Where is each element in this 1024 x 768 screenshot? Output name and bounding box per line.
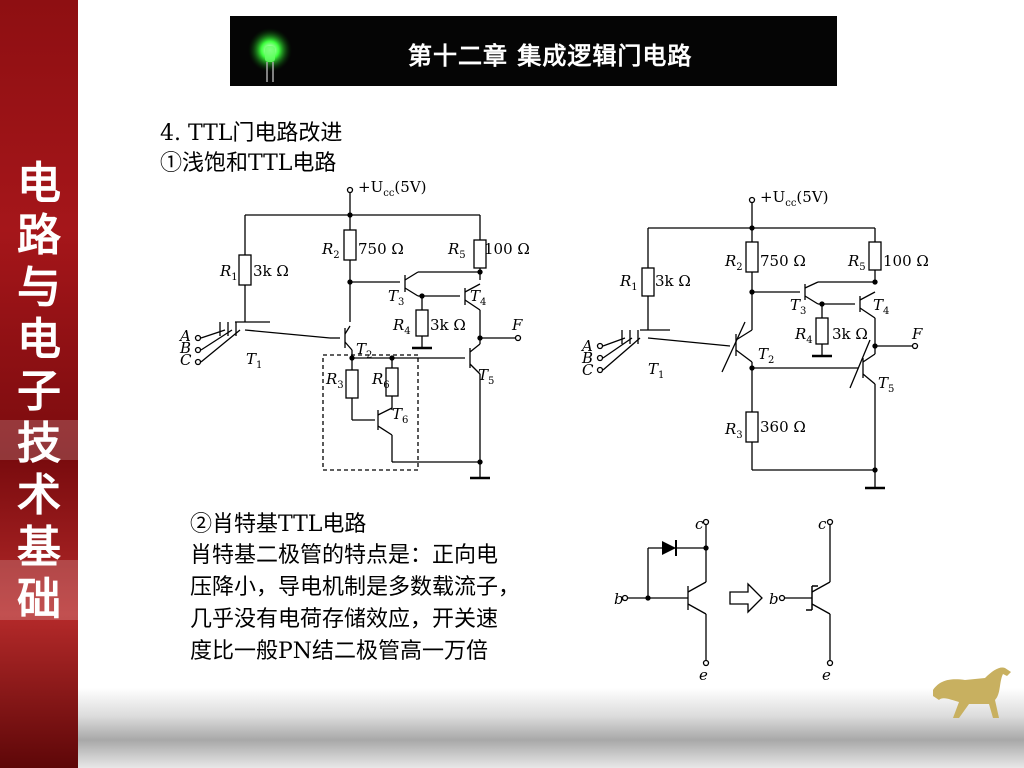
para-line: 肖特基二极管的特点是：正向电 [190,543,499,568]
inputs-label: A B C [180,327,192,369]
c2-t4-label: T4 [873,296,890,317]
section-heading: 4. TTL门电路改进 [160,121,343,146]
sidebar-char: 与 [17,262,61,313]
circuit1-supply-label: +Ucc(5V) [358,178,427,199]
r2-value: 750 Ω [358,240,404,258]
c2-r5-value: 100 Ω [883,252,929,270]
c2-output-f-label: F [912,325,923,343]
input-b: B [582,349,594,367]
t4-label: T4 [470,287,487,308]
base-label-2: b [769,590,779,608]
led-icon [248,28,292,82]
t3-label: T3 [388,287,405,308]
collector-label-2: c [818,515,827,533]
t2-label: T2 [356,340,373,361]
c2-r1-label: R1 [620,272,638,293]
r1-value: 3k Ω [253,262,289,280]
supply-symbol: +U [358,178,384,196]
c2-r3-value: 360 Ω [760,418,806,436]
page-title: 第十二章 集成逻辑门电路 [408,42,693,70]
r5-value: 100 Ω [484,240,530,258]
para-line: 度比一般PN结二极管高一万倍 [190,639,489,664]
r6-label: R6 [372,370,390,391]
c2-r2-value: 750 Ω [760,252,806,270]
emitter-label: e [699,666,708,684]
r3-label: R3 [326,370,344,391]
output-f-label: F [512,316,523,334]
c2-r5-label: R5 [848,252,866,273]
para-line: 几乎没有电荷存储效应，开关速 [190,607,499,632]
input-a: A [582,337,593,355]
footer-landscape [78,688,1024,768]
r1-label: R1 [220,262,238,283]
r4-label: R4 [393,316,411,337]
subheading-shallow-saturation: ①浅饱和TTL电路 [160,151,337,176]
supply-sub: cc [383,188,395,199]
r5-label: R5 [448,240,466,261]
sidebar [0,0,78,768]
circuit2-supply-label: +Ucc(5V) [760,188,829,209]
sidebar-char: 础 [17,574,61,625]
c2-r3-label: R3 [725,420,743,441]
sidebar-char: 术 [17,470,61,521]
input-c: C [582,361,594,379]
t5-label: T5 [478,366,495,387]
c2-r4-label: R4 [795,325,813,346]
para-line: 压降小，导电机制是多数载流子， [190,575,521,600]
sidebar-char: 技 [17,418,61,469]
c2-r2-label: R2 [725,252,743,273]
c2-t5-label: T5 [878,374,895,395]
input-c: C [180,351,192,369]
emitter-label-2: e [822,666,831,684]
t6-label: T6 [392,405,409,426]
c2-t1-label: T1 [648,360,665,381]
c2-inputs-label: A B C [582,337,594,379]
sidebar-char: 路 [17,210,61,261]
sidebar-char: 子 [17,366,61,417]
supply-value: (5V) [796,188,829,206]
r2-label: R2 [322,240,340,261]
t1-label: T1 [246,350,263,371]
r4-value: 3k Ω [430,316,466,334]
header-bar [230,16,837,86]
horse-icon [933,667,1011,718]
collector-label: c [695,515,704,533]
input-a: A [180,327,191,345]
supply-value: (5V) [394,178,427,196]
sidebar-char: 基 [17,522,61,573]
supply-sub: cc [785,198,797,209]
input-b: B [180,339,192,357]
c2-t3-label: T3 [790,296,807,317]
sidebar-title: 电 路 与 电 子 技 术 基 础 [14,158,64,626]
c2-r4-value: 3k Ω [832,325,868,343]
supply-symbol: +U [760,188,786,206]
c2-r1-value: 3k Ω [655,272,691,290]
sidebar-char: 电 [17,314,61,365]
base-label: b [614,590,624,608]
subheading-schottky: ②肖特基TTL电路 [190,512,367,537]
sidebar-char: 电 [17,158,61,209]
schottky-description: 肖特基二极管的特点是：正向电 压降小，导电机制是多数载流子， 几乎没有电荷存储效… [190,540,590,668]
c2-t2-label: T2 [758,345,775,366]
